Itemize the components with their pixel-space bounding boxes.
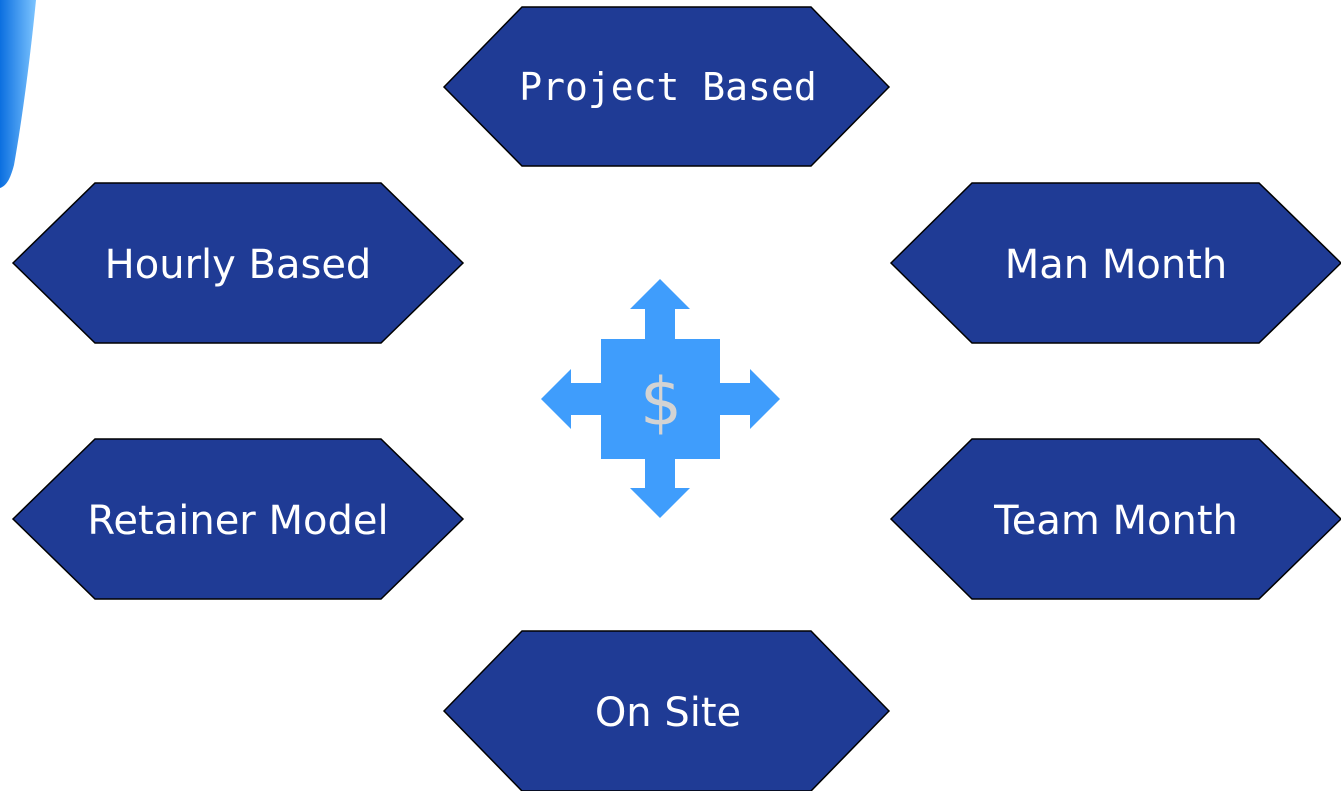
left-edge-accent [0,0,36,188]
node-label: Man Month [1005,242,1227,288]
node-label: Project Based [519,65,816,109]
hexagon-shape [889,438,1341,600]
node-team-month: Team Month [889,438,1341,600]
dollar-symbol: $ [640,364,682,441]
four-way-arrow-icon: $ [541,279,780,518]
node-label: Team Month [993,498,1238,544]
node-on-site: On Site [442,630,891,791]
hexagon-shape [442,630,891,791]
node-label: Hourly Based [105,242,372,288]
hexagon-shape [11,182,465,344]
node-label: Retainer Model [87,498,388,544]
node-project-based: Project Based [442,6,891,167]
hexagon-shape [889,182,1341,344]
four-way-arrow-shape [541,279,780,518]
node-retainer-model: Retainer Model [11,438,465,600]
hexagon-shape [442,6,891,167]
node-man-month: Man Month [889,182,1341,344]
node-label: On Site [595,690,741,736]
node-hourly-based: Hourly Based [11,182,465,344]
hexagon-shape [11,438,465,600]
